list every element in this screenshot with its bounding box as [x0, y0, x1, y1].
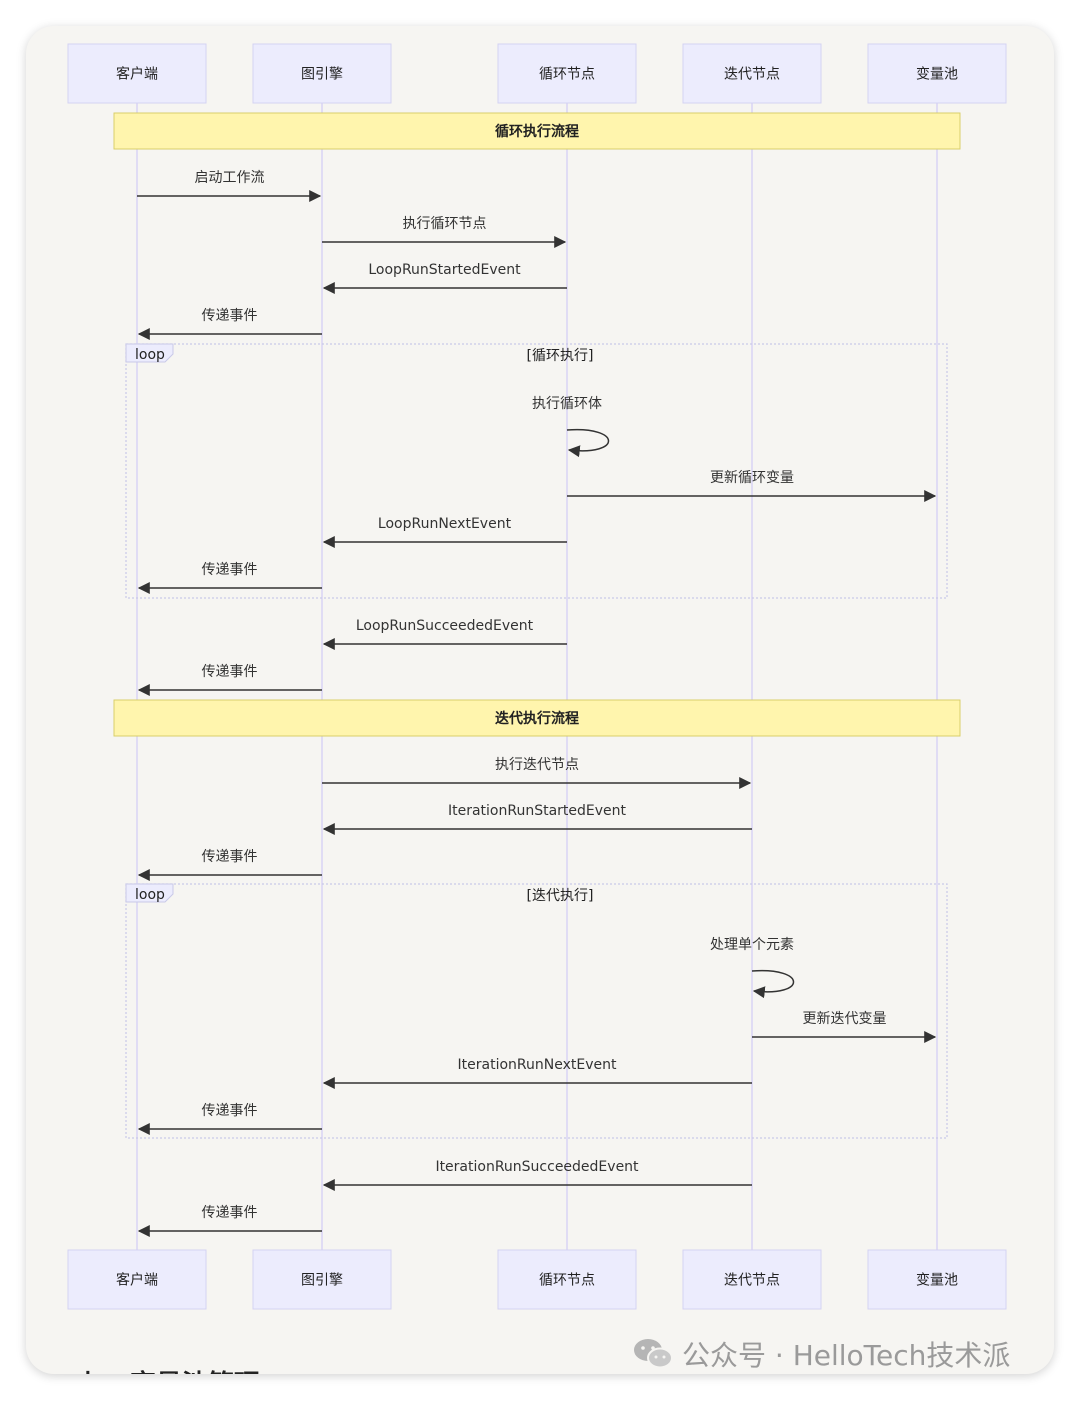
- message-label: 执行迭代节点: [495, 757, 579, 773]
- message-14: 更新迭代变量: [752, 1011, 937, 1043]
- message-label: 更新迭代变量: [803, 1011, 887, 1027]
- message-13: 处理单个元素: [710, 937, 795, 999]
- actor-box: [252, 1249, 392, 1310]
- message-3: 传递事件: [137, 308, 322, 340]
- loop-border: [125, 883, 948, 1139]
- note-label: 循环执行流程: [495, 123, 579, 140]
- actor-bottom-3: 迭代节点: [682, 1249, 822, 1310]
- actor-label: 变量池: [916, 1273, 958, 1289]
- actor-box: [867, 43, 1007, 104]
- message-label: 传递事件: [202, 308, 258, 324]
- message-label: 传递事件: [202, 1205, 258, 1221]
- message-label: IterationRunStartedEvent: [448, 803, 627, 819]
- actor-top-0: 客户端: [67, 43, 207, 104]
- actor-bottom-4: 变量池: [867, 1249, 1007, 1310]
- actor-top-4: 变量池: [867, 43, 1007, 104]
- self-message-arrow: [566, 428, 610, 458]
- actor-box: [867, 1249, 1007, 1310]
- message-label: 启动工作流: [195, 170, 265, 186]
- self-message-arrow: [751, 969, 795, 999]
- message-label: 执行循环节点: [403, 216, 487, 232]
- message-label: LoopRunStartedEvent: [368, 262, 521, 278]
- actor-label: 变量池: [916, 67, 958, 83]
- message-16: 传递事件: [137, 1103, 322, 1135]
- message-label: LoopRunSucceededEvent: [356, 618, 534, 634]
- actor-box: [497, 43, 637, 104]
- loop-tag: loop: [135, 347, 165, 363]
- actor-box: [67, 1249, 207, 1310]
- message-18: 传递事件: [137, 1205, 322, 1237]
- watermark: 公众号 · HelloTech技术派: [632, 1334, 1010, 1374]
- message-label: 处理单个元素: [710, 937, 794, 953]
- loop-frame-1: loop [迭代执行]: [125, 883, 948, 1139]
- message-8: LoopRunSucceededEvent: [322, 618, 567, 650]
- actor-top-3: 迭代节点: [682, 43, 822, 104]
- note-box: [113, 699, 961, 737]
- loop-border: [125, 343, 948, 599]
- loop-condition: [循环执行]: [527, 348, 594, 364]
- message-label: 传递事件: [202, 562, 258, 578]
- message-15: IterationRunNextEvent: [322, 1057, 752, 1089]
- loop-condition: [迭代执行]: [527, 888, 594, 904]
- actor-box: [497, 1249, 637, 1310]
- actor-top-2: 循环节点: [497, 43, 637, 104]
- actor-box: [67, 43, 207, 104]
- section-heading-partial: 七、变量池管理: [78, 1364, 260, 1374]
- wechat-icon: [634, 1339, 673, 1369]
- message-label: IterationRunNextEvent: [458, 1057, 617, 1073]
- message-label: IterationRunSucceededEvent: [435, 1159, 639, 1175]
- message-label: 传递事件: [202, 664, 258, 680]
- loop-tag: loop: [135, 887, 165, 903]
- actor-label: 循环节点: [539, 1273, 595, 1289]
- message-7: 传递事件: [137, 562, 322, 594]
- message-label: 更新循环变量: [710, 470, 794, 486]
- loop-frame-0: loop [循环执行]: [125, 343, 948, 599]
- message-1: 执行循环节点: [322, 216, 567, 248]
- actor-label: 图引擎: [301, 67, 343, 83]
- loop-tag-box: [125, 883, 174, 903]
- actor-box: [682, 1249, 822, 1310]
- actor-box: [682, 43, 822, 104]
- actor-bottom-0: 客户端: [67, 1249, 207, 1310]
- message-0: 启动工作流: [137, 170, 322, 202]
- actor-label: 迭代节点: [724, 1273, 780, 1289]
- message-5: 更新循环变量: [567, 470, 937, 502]
- actor-label: 图引擎: [301, 1273, 343, 1289]
- note-box: [113, 112, 961, 150]
- actor-label: 客户端: [116, 1272, 158, 1289]
- message-2: LoopRunStartedEvent: [322, 262, 567, 294]
- message-9: 传递事件: [137, 664, 322, 696]
- loop-tag-box: [125, 343, 174, 363]
- message-6: LoopRunNextEvent: [322, 516, 567, 548]
- message-label: 传递事件: [202, 849, 258, 865]
- actor-top-1: 图引擎: [252, 43, 392, 104]
- diagram-card: 循环执行流程迭代执行流程 loop [循环执行] loop [迭代执行] 启动工作流执…: [26, 26, 1054, 1374]
- actor-bottom-1: 图引擎: [252, 1249, 392, 1310]
- note-label: 迭代执行流程: [495, 710, 579, 727]
- actor-bottom-2: 循环节点: [497, 1249, 637, 1310]
- note-1: 迭代执行流程: [113, 699, 961, 737]
- message-17: IterationRunSucceededEvent: [322, 1159, 752, 1191]
- message-label: 传递事件: [202, 1103, 258, 1119]
- note-0: 循环执行流程: [113, 112, 961, 150]
- actor-label: 循环节点: [539, 67, 595, 83]
- message-label: 执行循环体: [532, 396, 602, 412]
- actor-box: [252, 43, 392, 104]
- message-label: LoopRunNextEvent: [378, 516, 512, 532]
- message-10: 执行迭代节点: [322, 757, 752, 789]
- watermark-text: 公众号 · HelloTech技术派: [682, 1339, 1011, 1372]
- message-11: IterationRunStartedEvent: [322, 803, 752, 835]
- message-12: 传递事件: [137, 849, 322, 881]
- actor-label: 迭代节点: [724, 67, 780, 83]
- actor-label: 客户端: [116, 66, 158, 83]
- message-4: 执行循环体: [532, 396, 610, 458]
